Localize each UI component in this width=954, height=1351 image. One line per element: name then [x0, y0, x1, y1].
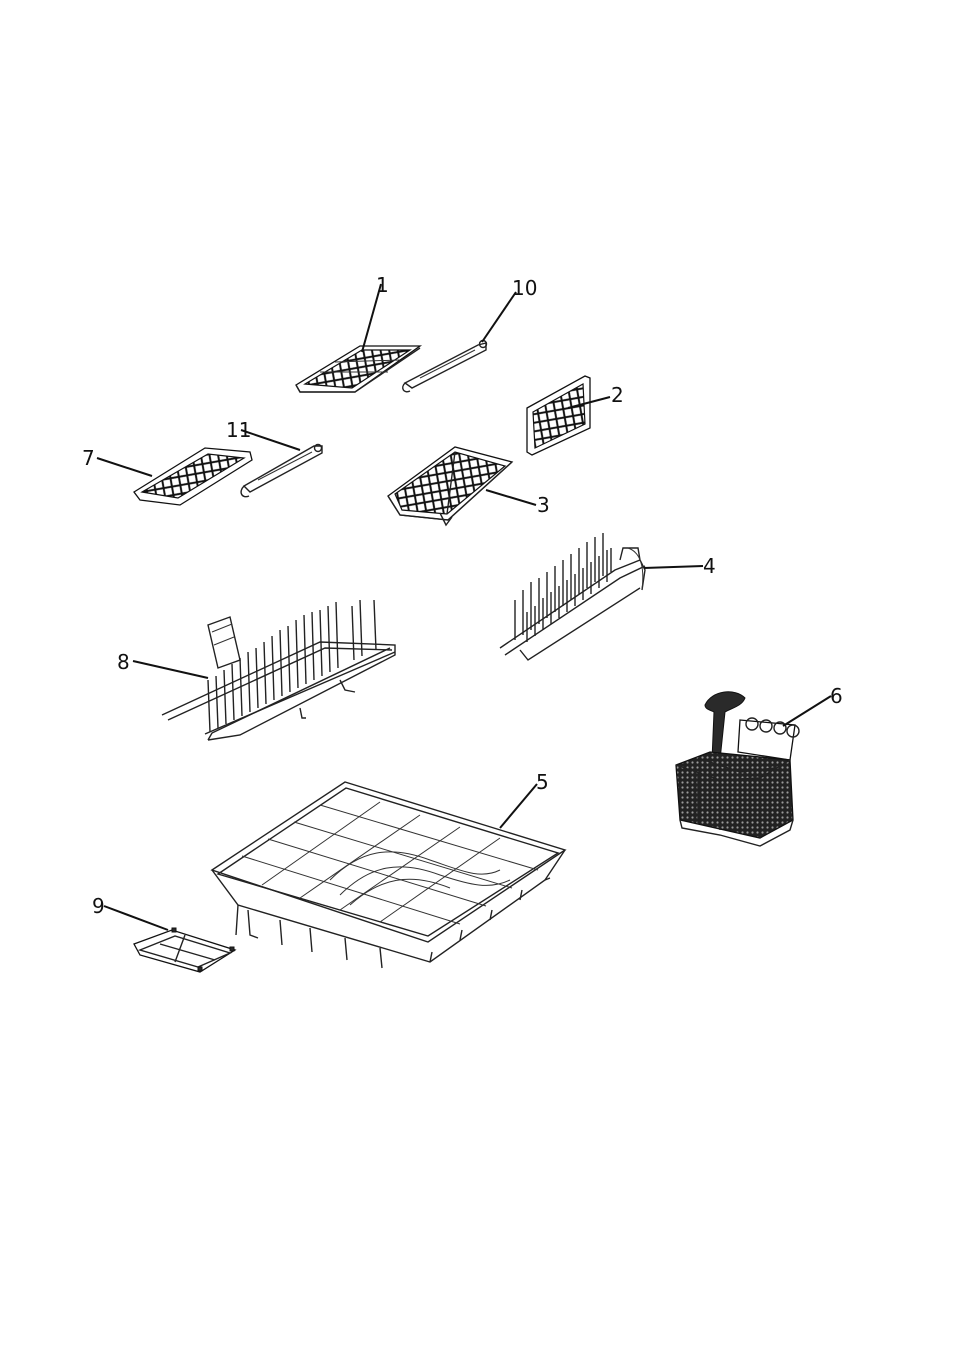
- label-part-3: 3: [537, 493, 550, 517]
- label-part-7: 7: [82, 446, 95, 470]
- part-4-plate-rack: [500, 533, 645, 660]
- label-part-2: 2: [611, 383, 624, 407]
- label-part-10: 10: [512, 276, 537, 300]
- part-11-rail: [241, 445, 322, 497]
- label-part-11: 11: [226, 418, 251, 442]
- label-part-6: 6: [830, 684, 843, 708]
- label-part-9: 9: [92, 894, 105, 918]
- part-6-cutlery-basket: [676, 692, 799, 846]
- label-part-4: 4: [703, 554, 716, 578]
- label-part-1: 1: [376, 273, 389, 297]
- part-8-cup-rack: [162, 600, 395, 740]
- part-1-shelf-insert: [296, 346, 420, 392]
- part-3-double-mesh-insert: [388, 447, 512, 525]
- part-9-small-insert: [134, 928, 235, 972]
- part-5-lower-basket: [212, 782, 565, 968]
- part-2-mesh-panel: [527, 376, 590, 455]
- label-part-8: 8: [117, 650, 130, 674]
- label-part-5: 5: [536, 770, 549, 794]
- leader-lines: [97, 284, 831, 930]
